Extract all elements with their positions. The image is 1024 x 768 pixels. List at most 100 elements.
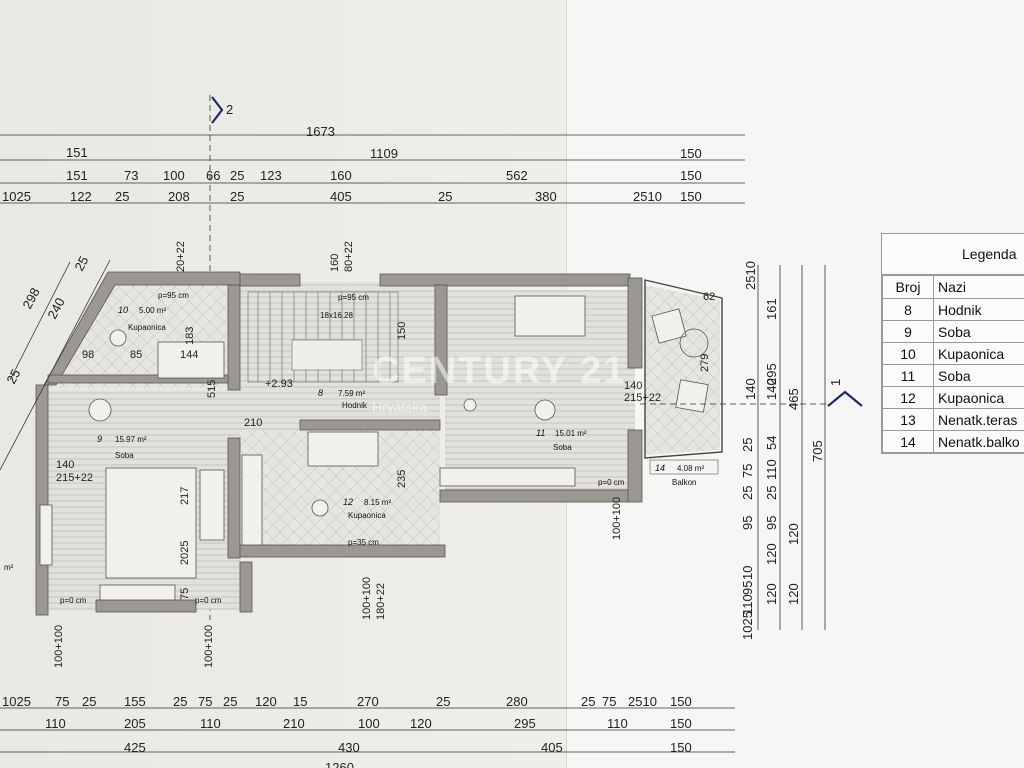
inner-dimensions: 98 85 144 183 515 210 217 2025 75 235 15…: [4, 241, 715, 668]
dim-label: 235: [396, 470, 408, 488]
dim-label: 25: [3, 367, 23, 387]
sill-height: p=0 cm: [598, 478, 625, 487]
bottom-dim-row4: 1260: [325, 760, 354, 768]
dim-label: 75: [602, 694, 616, 709]
dim-label: 155: [124, 694, 146, 709]
legend-num: 10: [882, 342, 934, 365]
dim-label: 75: [198, 694, 212, 709]
sill-height: p=95 cm: [338, 293, 369, 302]
watermark-brand: CENTURY 21: [372, 350, 626, 392]
room-number: 11: [536, 428, 545, 438]
dim-label: 25: [115, 189, 129, 204]
dim-label: 705: [810, 440, 825, 462]
room-name: Hodnik: [342, 401, 368, 410]
legend-header-row: Broj Nazi: [882, 275, 1024, 299]
dim-label: 95: [764, 516, 779, 530]
room-label-9: 9 15.97 m² Soba: [97, 434, 147, 460]
legend-col-name: Nazi: [933, 275, 1024, 299]
dim-label: 110: [45, 716, 66, 731]
dim-label: 100+100: [53, 625, 65, 668]
dim-label: 295: [514, 716, 536, 731]
dim-label: 95: [740, 516, 755, 530]
dim-label: 1025: [740, 611, 755, 640]
dim-label: 240: [44, 295, 67, 321]
dim-label: 430: [338, 740, 360, 755]
legend-num: 11: [882, 364, 934, 387]
dim-label: 110: [764, 459, 779, 480]
dim-label: 25: [436, 694, 450, 709]
dim-label: 15: [293, 694, 307, 709]
dim-label: 215+22: [624, 392, 661, 404]
room-name: Kupaonica: [128, 323, 166, 332]
room-number: 9: [97, 434, 102, 444]
dim-label: 279: [699, 354, 711, 372]
room-area: 8.15 m²: [364, 498, 391, 507]
top-dim-row3: 151 73 100 66 25 123 160 562 150: [66, 168, 702, 183]
legend-num: 8: [882, 298, 934, 321]
dim-label: 150: [680, 168, 702, 183]
dim-label: 25: [764, 486, 779, 500]
level-mark: +2.93: [265, 378, 293, 390]
dim-label: 140: [56, 459, 74, 471]
top-dim-row4: 1025 122 25 208 25 405 25 380 2510 150: [2, 189, 702, 204]
dim-label: 150: [396, 322, 408, 340]
dim-label: 100+100: [203, 625, 215, 668]
dim-label: 95: [740, 581, 755, 595]
section-mark-1: 1: [827, 379, 863, 407]
dim-label: 100: [358, 716, 380, 731]
dim-label: 25: [82, 694, 96, 709]
stair-spec: 18x16.28: [320, 311, 353, 320]
legend-col-num: Broj: [882, 275, 934, 299]
dim-label: 298: [19, 285, 42, 311]
legend-name: Kupaonica: [933, 342, 1024, 365]
dim-label: 405: [330, 189, 352, 204]
dim-label: 183: [184, 327, 196, 345]
dim-label: 1109: [370, 146, 398, 161]
dim-label: 98: [82, 349, 94, 361]
sill-height: p=35 cm: [348, 538, 379, 547]
building: 10 5.00 m² Kupaonica 8 7.59 m² Hodnik 9 …: [0, 241, 723, 668]
room-area: 15.01 m²: [555, 429, 587, 438]
sill-height: p=0 cm: [195, 596, 222, 605]
dim-label: 120: [410, 716, 432, 731]
dim-label: 1025: [2, 189, 31, 204]
dim-label: 210: [283, 716, 305, 731]
legend-num: 14: [882, 430, 934, 453]
section-label: 1: [828, 379, 843, 386]
dim-label: 215+22: [56, 472, 93, 484]
dim-label: 25: [71, 254, 91, 274]
dim-label: 62: [703, 291, 715, 303]
dim-label: 150: [670, 694, 692, 709]
bottom-dim-row1: 1025 75 25 155 25 75 25 120 15 270 25 28…: [2, 694, 692, 709]
dim-label: 2510: [628, 694, 657, 709]
room-number: 14: [655, 463, 665, 473]
legend-name: Nenatk.teras: [933, 408, 1024, 431]
dim-label: 120: [786, 523, 801, 545]
dim-label: 270: [357, 694, 379, 709]
room-label-10: 10 5.00 m² Kupaonica: [118, 305, 166, 332]
dim-label: 205: [124, 716, 146, 731]
dim-label: 75: [740, 464, 755, 478]
right-dim-col1: 2510 295 140 110 25 25 95 120 110 120 10…: [740, 261, 779, 640]
room-label-8: 8 7.59 m² Hodnik: [318, 388, 368, 410]
furniture: [39, 295, 709, 601]
right-dim-col2: 161 140 54 75 25 95 10 95: [740, 298, 779, 595]
section-label: 2: [226, 102, 233, 117]
room-name: Soba: [115, 451, 134, 460]
dim-label: 140: [743, 378, 758, 400]
dim-label: 75: [179, 588, 191, 600]
dim-label: 150: [670, 716, 692, 731]
dim-label: 160: [330, 168, 352, 183]
dim-label: 66: [206, 168, 220, 183]
dim-label: 54: [764, 436, 779, 450]
dim-label: 208: [168, 189, 190, 204]
dim-label: 151: [66, 168, 88, 183]
dim-label: 73: [124, 168, 138, 183]
dim-label: 120: [764, 583, 779, 605]
dim-label: 85: [130, 349, 142, 361]
top-dim-row1: 1673: [306, 124, 335, 139]
